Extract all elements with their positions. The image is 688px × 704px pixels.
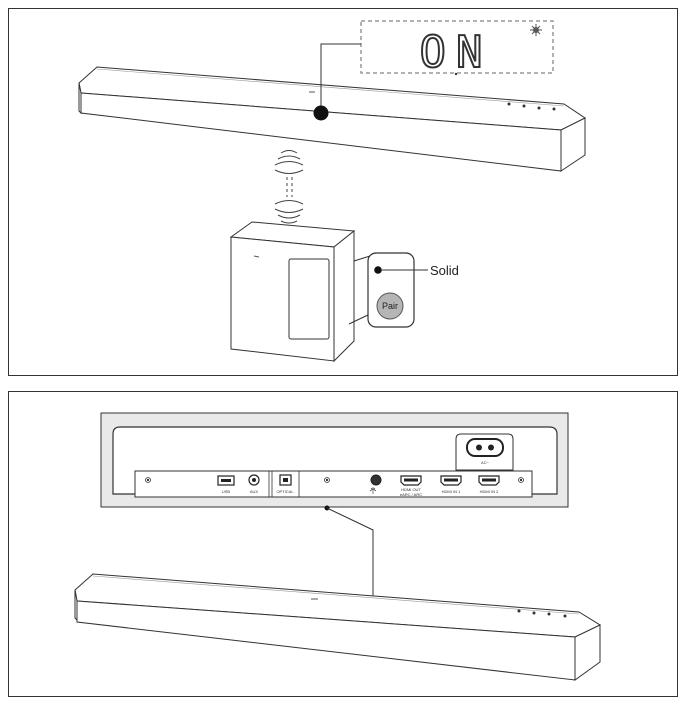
soundbar-rear-connectors-diagram: AC~ USB AUX OPTICAL (74, 412, 602, 681)
hdmi-in2-label: HDMI IN 2 (480, 489, 499, 494)
wireless-icon (369, 487, 377, 494)
top-illustration-panel: ON (8, 8, 678, 376)
hdmi-out-sub-label: eARC / ARC (400, 492, 422, 497)
pair-button-label: Pair (382, 301, 398, 311)
hdmi-out-port (400, 475, 422, 486)
soundbar (74, 573, 602, 681)
display-callout-line (320, 43, 361, 113)
display-dot (454, 72, 458, 76)
rear-pair-button (370, 474, 382, 486)
hdmi-out-label: HDMI OUT (401, 487, 421, 492)
soundbar (78, 66, 586, 172)
subwoofer (229, 221, 356, 363)
indicator-label: Solid (430, 263, 459, 278)
indicator-light (313, 105, 329, 121)
hdmi-in2-port (478, 475, 500, 486)
detail-callout-line-top (353, 255, 371, 262)
usb-label: USB (222, 489, 231, 494)
hdmi-in1-label: HDMI IN 1 (442, 489, 461, 494)
bottom-illustration-panel: AC~ USB AUX OPTICAL (8, 391, 678, 697)
rear-callout-line (326, 507, 374, 603)
ac-label: AC~ (481, 460, 490, 465)
hdmi-in1-port (440, 475, 462, 486)
pair-button[interactable] (376, 292, 404, 320)
detail-callout-line-bottom (348, 313, 371, 325)
optical-label: OPTICAL (276, 489, 294, 494)
screw-icon (145, 477, 524, 483)
wireless-signal-icon (274, 150, 304, 224)
display-window (360, 20, 554, 74)
soundbar-subwoofer-pairing-diagram: ON (78, 20, 586, 363)
display-text: ON (420, 27, 493, 78)
ac-socket-icon (466, 438, 504, 457)
display-status-icon (530, 24, 542, 36)
subwoofer-indicator-light (374, 266, 382, 274)
connector-strip (134, 470, 533, 498)
aux-label: AUX (250, 489, 259, 494)
